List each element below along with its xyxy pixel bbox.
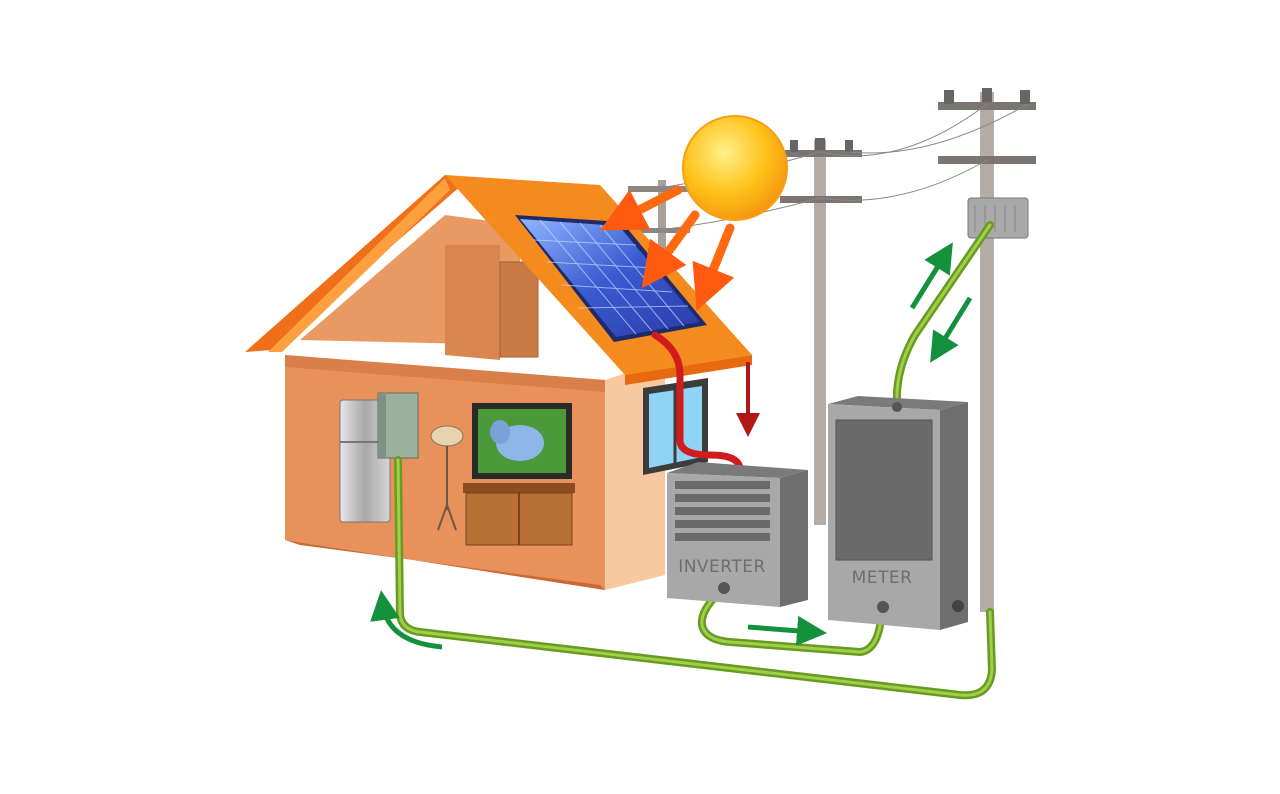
inverter-label: INVERTER <box>678 557 766 577</box>
meter-label: METER <box>852 568 913 588</box>
sun-icon <box>682 115 788 221</box>
utility-pole-icon <box>628 180 698 260</box>
solar-panel-icon <box>515 215 707 342</box>
utility-pole-icon <box>780 138 862 525</box>
cabinet-icon <box>463 483 575 546</box>
ac-flow-arrows <box>370 242 973 650</box>
dc-cable <box>651 331 744 474</box>
breaker-box-icon <box>377 392 419 459</box>
tv-icon <box>472 403 572 479</box>
sun-rays <box>600 185 735 311</box>
meter-icon: METER <box>828 396 968 630</box>
lamp-icon <box>430 425 464 531</box>
inverter-icon: INVERTER <box>667 462 808 607</box>
